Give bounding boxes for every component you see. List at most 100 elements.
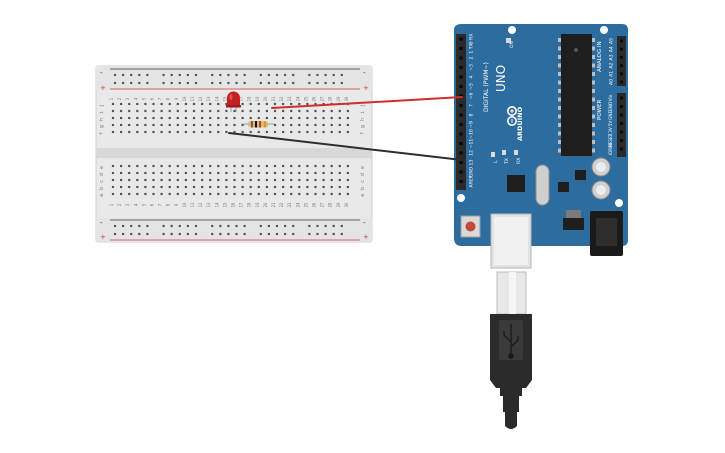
breadboard-hole[interactable] bbox=[120, 130, 123, 134]
breadboard-hole[interactable] bbox=[160, 123, 163, 127]
breadboard-hole[interactable] bbox=[184, 178, 187, 182]
breadboard-hole[interactable] bbox=[209, 116, 212, 120]
breadboard-hole[interactable] bbox=[144, 109, 147, 113]
breadboard-hole[interactable] bbox=[290, 109, 293, 113]
breadboard-hole[interactable] bbox=[265, 171, 268, 175]
digital-pin[interactable] bbox=[459, 113, 463, 117]
breadboard-hole[interactable] bbox=[306, 171, 309, 175]
breadboard-hole[interactable] bbox=[168, 185, 171, 189]
breadboard-hole[interactable] bbox=[176, 192, 179, 196]
digital-pin[interactable] bbox=[459, 47, 463, 50]
breadboard-hole[interactable] bbox=[184, 185, 187, 189]
breadboard-hole[interactable] bbox=[338, 185, 341, 189]
rail-hole[interactable] bbox=[194, 81, 198, 85]
breadboard-hole[interactable] bbox=[314, 116, 317, 120]
breadboard-hole[interactable] bbox=[306, 130, 309, 134]
breadboard-hole[interactable] bbox=[160, 102, 163, 106]
rail-hole[interactable] bbox=[292, 232, 295, 236]
power-pin[interactable] bbox=[620, 130, 623, 134]
breadboard-hole[interactable] bbox=[282, 178, 285, 182]
breadboard-hole[interactable] bbox=[176, 123, 179, 127]
breadboard-hole[interactable] bbox=[298, 171, 301, 175]
breadboard-hole[interactable] bbox=[201, 116, 204, 120]
rail-hole[interactable] bbox=[324, 232, 327, 236]
rail-hole[interactable] bbox=[194, 232, 198, 236]
breadboard-hole[interactable] bbox=[152, 178, 155, 182]
breadboard-hole[interactable] bbox=[273, 109, 277, 113]
rail-hole[interactable] bbox=[267, 232, 270, 236]
breadboard-hole[interactable] bbox=[241, 164, 244, 168]
rail-hole[interactable] bbox=[235, 73, 238, 77]
breadboard-hole[interactable] bbox=[314, 185, 317, 189]
breadboard-hole[interactable] bbox=[160, 178, 163, 182]
rail-hole[interactable] bbox=[324, 224, 327, 228]
breadboard-hole[interactable] bbox=[314, 130, 317, 134]
breadboard-hole[interactable] bbox=[330, 192, 333, 196]
breadboard-hole[interactable] bbox=[201, 192, 204, 196]
breadboard-hole[interactable] bbox=[111, 130, 115, 134]
rail-hole[interactable] bbox=[178, 224, 181, 228]
breadboard-hole[interactable] bbox=[306, 164, 309, 168]
breadboard-hole[interactable] bbox=[136, 109, 139, 113]
breadboard-hole[interactable] bbox=[241, 130, 244, 134]
breadboard-hole[interactable] bbox=[298, 178, 301, 182]
rail-hole[interactable] bbox=[130, 232, 133, 236]
rail-hole[interactable] bbox=[170, 81, 173, 85]
breadboard-hole[interactable] bbox=[209, 109, 212, 113]
breadboard-hole[interactable] bbox=[111, 164, 115, 168]
breadboard-hole[interactable] bbox=[111, 102, 115, 106]
reset-button-cap[interactable] bbox=[465, 221, 476, 232]
breadboard-hole[interactable] bbox=[201, 130, 204, 134]
breadboard-hole[interactable] bbox=[241, 192, 244, 196]
breadboard-hole[interactable] bbox=[322, 102, 325, 106]
breadboard-hole[interactable] bbox=[265, 192, 268, 196]
breadboard-hole[interactable] bbox=[273, 192, 277, 196]
breadboard-hole[interactable] bbox=[217, 109, 220, 113]
breadboard-hole[interactable] bbox=[322, 116, 325, 120]
breadboard-hole[interactable] bbox=[314, 102, 317, 106]
breadboard-hole[interactable] bbox=[330, 130, 333, 134]
breadboard-hole[interactable] bbox=[225, 185, 228, 189]
breadboard-hole[interactable] bbox=[322, 185, 325, 189]
breadboard-hole[interactable] bbox=[120, 192, 123, 196]
breadboard-hole[interactable] bbox=[217, 185, 220, 189]
rail-hole[interactable] bbox=[284, 81, 287, 85]
rail-hole[interactable] bbox=[227, 232, 230, 236]
breadboard-hole[interactable] bbox=[282, 116, 285, 120]
digital-pin[interactable] bbox=[459, 161, 463, 164]
breadboard-hole[interactable] bbox=[249, 192, 252, 196]
breadboard-hole[interactable] bbox=[160, 164, 163, 168]
breadboard-hole[interactable] bbox=[322, 109, 325, 113]
analog-pin[interactable] bbox=[620, 80, 623, 84]
breadboard-hole[interactable] bbox=[265, 164, 268, 168]
rail-hole[interactable] bbox=[170, 73, 173, 77]
breadboard-hole[interactable] bbox=[290, 102, 293, 106]
breadboard-hole[interactable] bbox=[144, 116, 147, 120]
rail-hole[interactable] bbox=[308, 73, 311, 77]
breadboard-hole[interactable] bbox=[111, 178, 115, 182]
breadboard-hole[interactable] bbox=[322, 192, 325, 196]
breadboard-hole[interactable] bbox=[209, 164, 212, 168]
breadboard-hole[interactable] bbox=[346, 164, 349, 168]
breadboard-hole[interactable] bbox=[168, 109, 171, 113]
breadboard-hole[interactable] bbox=[338, 109, 341, 113]
breadboard-hole[interactable] bbox=[120, 171, 123, 175]
breadboard-hole[interactable] bbox=[233, 185, 236, 189]
breadboard-hole[interactable] bbox=[192, 116, 196, 120]
rail-hole[interactable] bbox=[138, 232, 141, 236]
rail-hole[interactable] bbox=[186, 232, 189, 236]
breadboard-hole[interactable] bbox=[168, 102, 171, 106]
breadboard-hole[interactable] bbox=[217, 164, 220, 168]
breadboard-hole[interactable] bbox=[298, 123, 301, 127]
breadboard-hole[interactable] bbox=[330, 178, 333, 182]
digital-pin[interactable] bbox=[459, 66, 463, 69]
breadboard-hole[interactable] bbox=[152, 116, 155, 120]
breadboard-hole[interactable] bbox=[217, 130, 220, 134]
breadboard-hole[interactable] bbox=[192, 178, 196, 182]
breadboard-hole[interactable] bbox=[338, 178, 341, 182]
breadboard-hole[interactable] bbox=[192, 109, 196, 113]
rail-hole[interactable] bbox=[211, 224, 214, 228]
breadboard-hole[interactable] bbox=[322, 178, 325, 182]
rail-hole[interactable] bbox=[146, 81, 149, 85]
breadboard-hole[interactable] bbox=[176, 116, 179, 120]
